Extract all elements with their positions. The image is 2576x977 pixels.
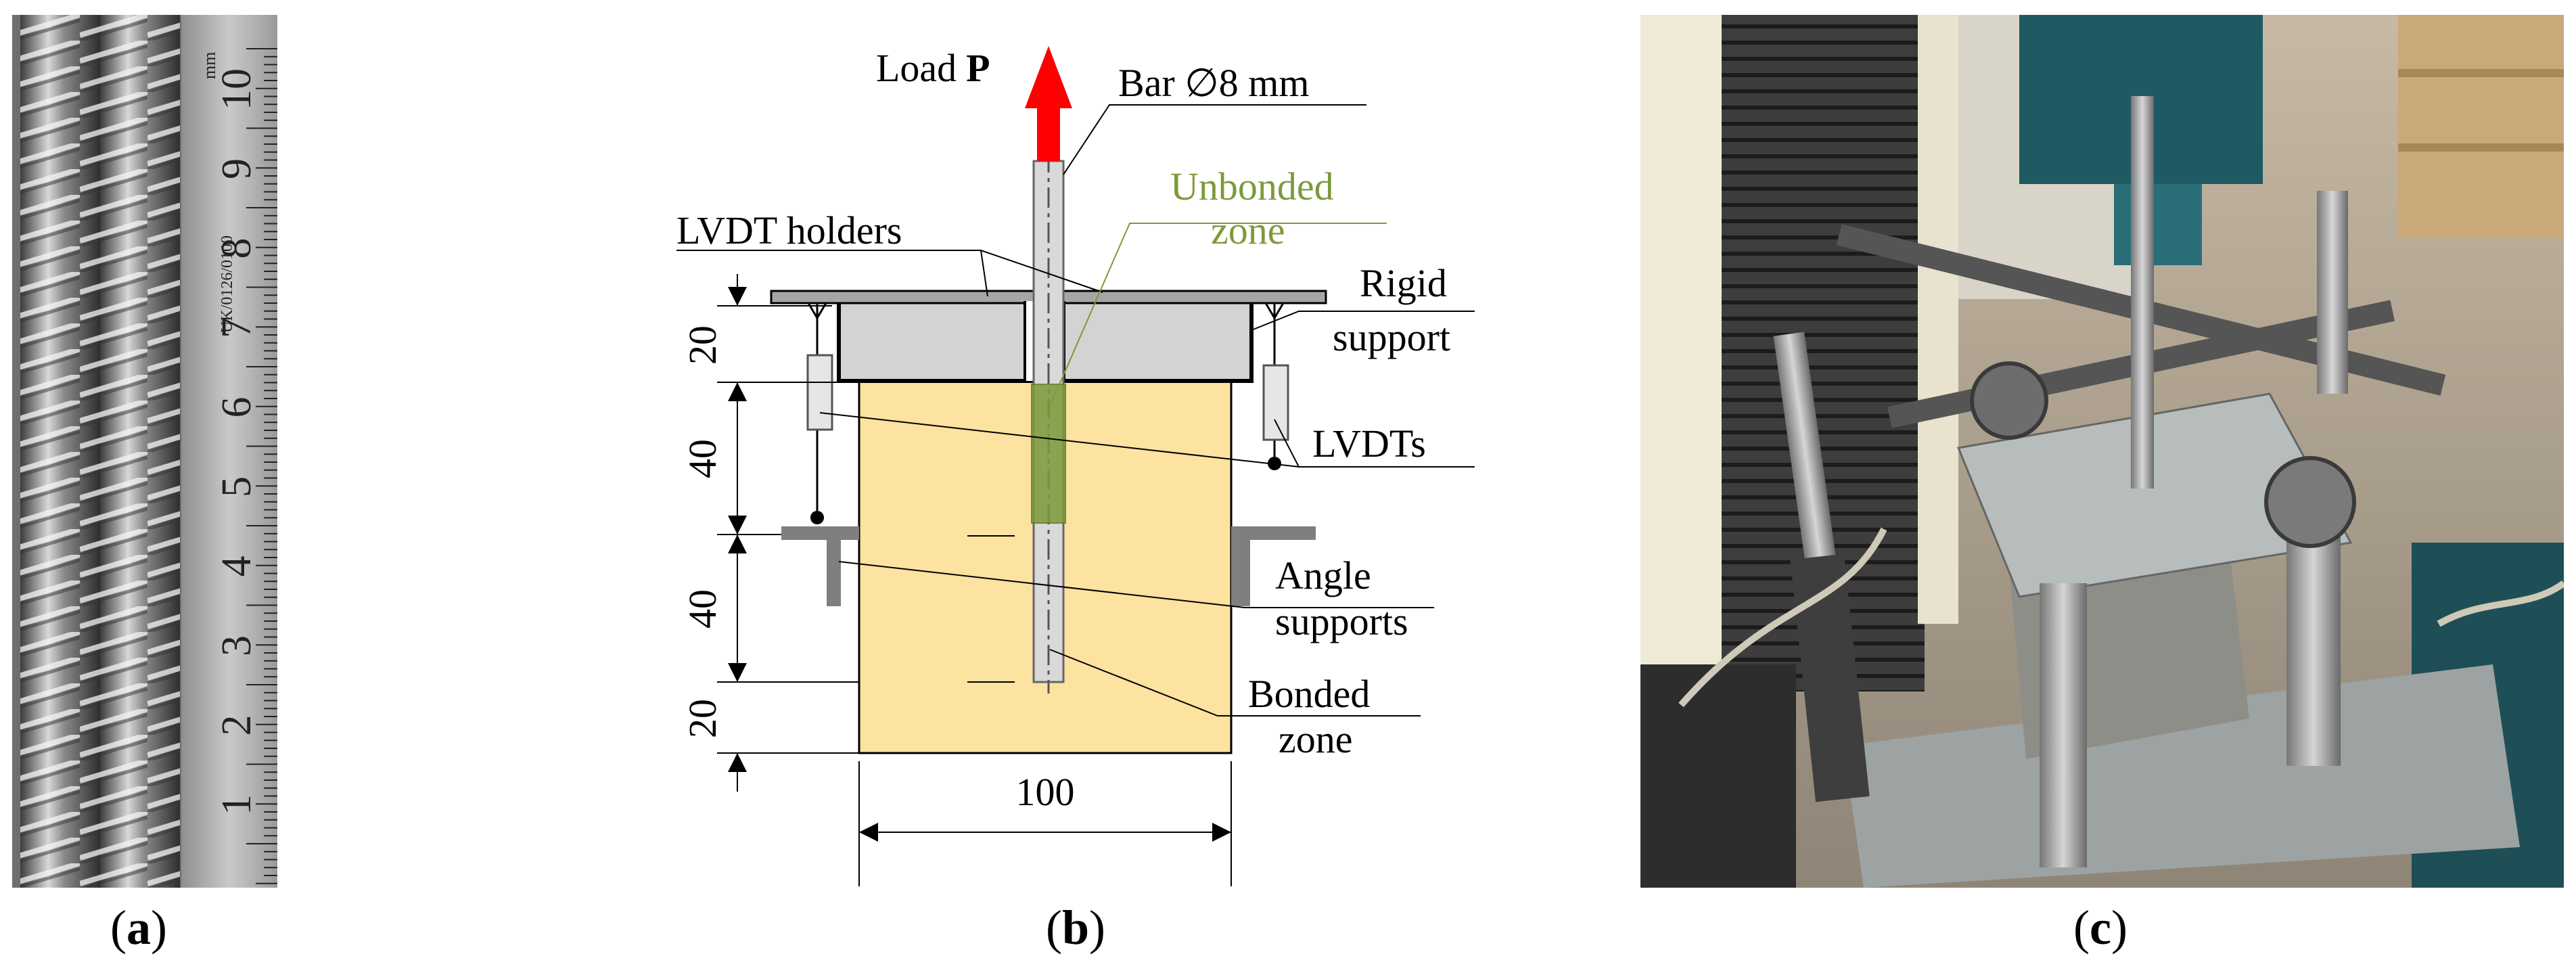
test-rig-photo	[1640, 15, 2564, 888]
ruler-unit-label: mm	[200, 52, 219, 79]
bar-label: Bar ∅8 mm	[1118, 61, 1310, 105]
ruler-number: 6	[214, 397, 260, 418]
rigid-support-label-1: Rigid	[1360, 261, 1447, 305]
unbonded-label-2: zone	[1211, 208, 1285, 252]
dim-40-lower: 40	[681, 589, 724, 629]
ruler-small-text: UK/0126/0100	[218, 235, 236, 333]
leader-lines	[676, 104, 1475, 717]
ruler-number: 4	[214, 556, 260, 577]
angle-supports-label-2: supports	[1275, 599, 1408, 643]
caption-b: (b)	[1045, 901, 1105, 955]
vertical-dimensions: 20 40 40 20	[681, 274, 859, 792]
rebar-right	[100, 15, 180, 888]
dim-40-upper: 40	[681, 439, 724, 478]
ruler-number: 3	[214, 635, 260, 656]
ruler-number: 10	[214, 68, 260, 110]
lvdts-label: LVDTs	[1312, 422, 1426, 465]
angle-supports-label-1: Angle	[1275, 553, 1371, 597]
rebar-photo: 10 9 8 7 6 5 4 3 2 1 mm UK/0126/0100	[12, 15, 277, 888]
lvdt-right	[1262, 302, 1289, 470]
dim-width-100: 100	[1016, 770, 1075, 814]
dim-20-bottom: 20	[681, 699, 724, 738]
dim-20-top: 20	[681, 325, 724, 365]
unbonded-leader	[1048, 223, 1387, 410]
ruler-number: 7	[214, 317, 260, 338]
unbonded-label-1: Unbonded	[1170, 164, 1334, 208]
ruler-number: 2	[214, 715, 260, 736]
bonded-zone-label-1: Bonded	[1248, 672, 1370, 716]
bonded-zone-label-2: zone	[1279, 717, 1353, 761]
lvdt-holders-label: LVDT holders	[676, 208, 902, 252]
ruler-number: 8	[214, 238, 260, 259]
caption-c: (c)	[2073, 901, 2128, 955]
unbonded-zone-sleeve	[1031, 384, 1066, 524]
width-dimension: 100	[858, 761, 1232, 886]
steel-ruler: 10 9 8 7 6 5 4 3 2 1 mm UK/0126/0100	[181, 15, 277, 888]
caption-a: (a)	[110, 901, 167, 955]
lvdt-left	[806, 302, 833, 524]
ruler-number: 1	[214, 794, 260, 815]
angle-support-left	[781, 526, 859, 606]
rebar-left	[20, 15, 100, 888]
rigid-support-label-2: support	[1333, 315, 1450, 359]
load-arrow	[1025, 46, 1072, 161]
ruler-number: 5	[214, 476, 260, 497]
ruler-number: 9	[214, 158, 260, 179]
angle-support-right	[1231, 526, 1316, 606]
